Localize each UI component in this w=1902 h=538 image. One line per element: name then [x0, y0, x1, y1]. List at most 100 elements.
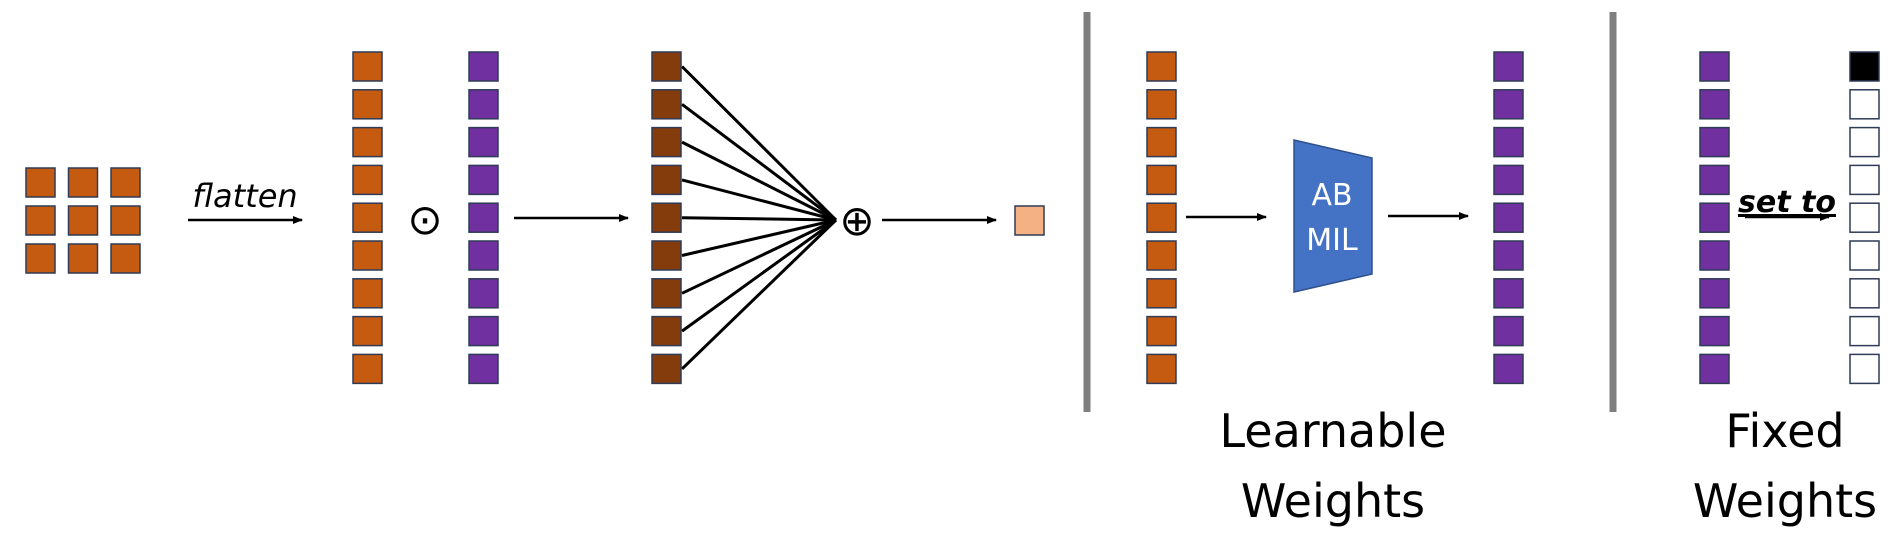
sum-connection-line	[681, 178, 837, 222]
weighted-cell	[651, 202, 682, 233]
instance-cell	[110, 243, 141, 274]
instance-cell	[110, 167, 141, 198]
weight-cell	[468, 202, 499, 233]
weight-cell	[1699, 164, 1730, 196]
weight-cell	[1493, 202, 1524, 233]
weight-cell	[468, 315, 499, 347]
instance-cell	[1146, 202, 1177, 233]
one-hot-cell	[1849, 126, 1880, 158]
weighted-cell	[651, 126, 682, 158]
weight-cell	[1493, 89, 1524, 120]
one-hot-cell	[1849, 89, 1880, 120]
pooled-output	[1014, 205, 1045, 236]
abmil-label-line2: MIL	[1306, 223, 1358, 258]
weighted-cell	[651, 315, 682, 347]
learnable-weight-vector	[1493, 51, 1524, 385]
instance-vector	[352, 51, 383, 385]
weight-cell	[1493, 353, 1524, 385]
instance-cell	[352, 240, 383, 271]
weight-cell	[468, 240, 499, 271]
sum-connection-line	[681, 218, 837, 257]
weight-cell	[468, 51, 499, 82]
weight-cell	[1699, 202, 1730, 233]
sum-connections	[680, 65, 838, 370]
instance-cell	[352, 164, 383, 196]
abmil-module	[1293, 139, 1373, 293]
weighted-cell	[651, 240, 682, 271]
sum-symbol: ⊕	[839, 196, 874, 245]
instance-cell	[1146, 126, 1177, 158]
weight-cell	[1699, 315, 1730, 347]
learnable-input-vector	[1146, 51, 1177, 385]
weight-cell	[1699, 126, 1730, 158]
instance-cell	[1146, 240, 1177, 271]
weight-cell	[1493, 126, 1524, 158]
instance-cell	[110, 205, 141, 236]
weight-cell	[468, 353, 499, 385]
instance-cell	[1146, 315, 1177, 347]
one-hot-vector	[1849, 51, 1880, 385]
sum-connection-line	[681, 140, 837, 222]
one-hot-cell	[1849, 240, 1880, 271]
weighted-cell	[651, 51, 682, 82]
weight-cell	[1699, 353, 1730, 385]
weight-cell	[1493, 278, 1524, 309]
weighted-cell	[651, 89, 682, 120]
instance-cell	[25, 167, 56, 198]
fixed-caption-line2: Weights	[1693, 474, 1877, 528]
sum-connection-line	[680, 65, 838, 222]
sum-connection-line	[681, 218, 837, 333]
instance-cell	[1146, 353, 1177, 385]
weight-cell	[1493, 315, 1524, 347]
instance-cell	[352, 202, 383, 233]
one-hot-cell	[1849, 164, 1880, 196]
one-hot-cell	[1849, 202, 1880, 233]
weighted-cell	[651, 278, 682, 309]
weight-cell	[1493, 240, 1524, 271]
weight-cell	[1699, 240, 1730, 271]
learnable-caption-line1: Learnable	[1219, 404, 1446, 458]
weight-cell	[468, 89, 499, 120]
weight-cell	[468, 164, 499, 196]
weighted-cell	[651, 164, 682, 196]
weight-cell	[468, 278, 499, 309]
instance-cell	[25, 205, 56, 236]
fixed-caption-line1: Fixed	[1725, 404, 1844, 458]
weight-cell	[1493, 51, 1524, 82]
one-hot-cell	[1849, 278, 1880, 309]
instance-cell	[352, 353, 383, 385]
instance-cell	[1146, 164, 1177, 196]
weight-cell	[1699, 51, 1730, 82]
fixed-input-vector	[1699, 51, 1730, 385]
instance-grid	[25, 167, 141, 274]
instance-cell	[67, 167, 99, 198]
instance-cell	[67, 205, 99, 236]
weight-cell	[1699, 89, 1730, 120]
one-hot-cell	[1849, 51, 1880, 82]
instance-cell	[1146, 51, 1177, 82]
sum-connection-line	[680, 218, 838, 370]
instance-cell	[352, 278, 383, 309]
instance-cell	[352, 89, 383, 120]
flatten-label: flatten	[192, 177, 297, 215]
weight-cell	[1493, 164, 1524, 196]
set-to-label: set to	[1738, 185, 1836, 220]
weight-cell	[1699, 278, 1730, 309]
instance-cell	[352, 126, 383, 158]
one-hot-cell	[1849, 353, 1880, 385]
hadamard-symbol: ⊙	[407, 195, 442, 244]
sum-connection-line	[681, 216, 837, 222]
instance-cell	[25, 243, 56, 274]
instance-cell	[352, 315, 383, 347]
instance-cell	[1146, 278, 1177, 309]
weight-cell	[468, 126, 499, 158]
instance-cell	[67, 243, 99, 274]
learnable-caption-line2: Weights	[1241, 474, 1425, 528]
sum-connection-line	[681, 218, 837, 295]
instance-cell	[1146, 89, 1177, 120]
sum-connection-line	[681, 103, 837, 222]
instance-cell	[352, 51, 383, 82]
weighted-cell	[651, 353, 682, 385]
weighted-vector	[651, 51, 682, 385]
